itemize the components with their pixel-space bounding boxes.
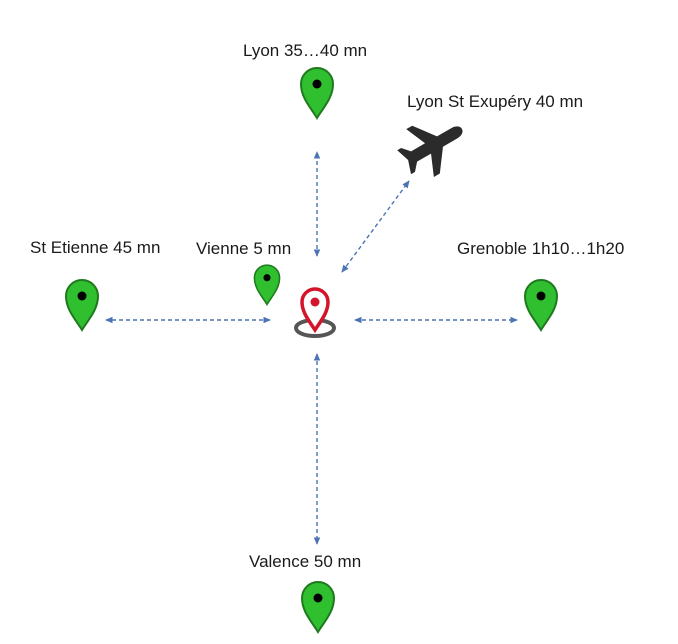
connector-arrows — [105, 151, 518, 545]
lyon-label: Lyon 35…40 mn — [243, 41, 368, 60]
valence-pin-icon — [301, 581, 335, 633]
vienne-pin-icon — [253, 264, 281, 306]
valence-label: Valence 50 mn — [249, 552, 362, 571]
location-origin-icon — [294, 287, 336, 338]
airport-label: Lyon St Exupéry 40 mn — [407, 92, 584, 111]
grenoble-label: Grenoble 1h10…1h20 — [457, 239, 625, 258]
grenoble-pin-icon — [524, 279, 558, 331]
airplane-icon — [397, 125, 463, 177]
lyon-pin-icon — [300, 67, 334, 119]
st-etienne-label: St Etienne 45 mn — [30, 238, 161, 257]
st-etienne-pin-icon — [65, 279, 99, 331]
vienne-label: Vienne 5 mn — [196, 239, 292, 258]
arrow-to-airport — [341, 180, 410, 273]
